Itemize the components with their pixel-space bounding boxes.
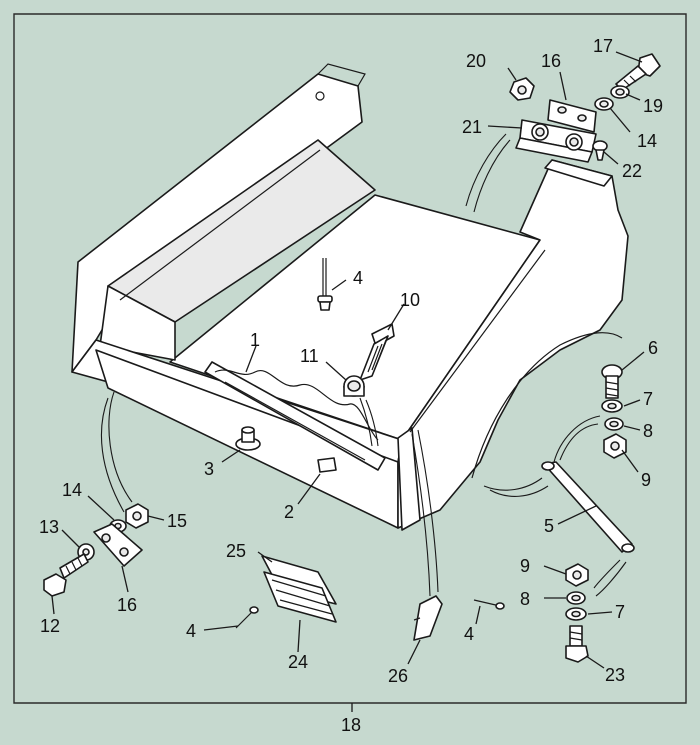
part-19-washer	[610, 85, 630, 99]
part-1-tie-bar	[204, 361, 386, 471]
callout-7-upper: 7	[643, 389, 653, 409]
part-7-washer-upper	[601, 399, 623, 413]
part-7-washer-lower	[565, 607, 587, 621]
callout-10: 10	[400, 290, 420, 310]
callout-12: 12	[40, 616, 60, 636]
callout-21: 21	[462, 117, 482, 137]
load-bed-body	[71, 63, 629, 531]
callout-labels: 20 16 17 19 21 14 22 4 10 11 1 3 2 6 7 8…	[39, 36, 663, 735]
callout-4-centre: 4	[353, 268, 363, 288]
callout-26: 26	[388, 666, 408, 686]
part-17-bolt	[615, 53, 661, 91]
bed-edge-line	[409, 249, 546, 433]
callout-9-lower: 9	[520, 556, 530, 576]
part-23-bolt	[565, 625, 589, 663]
callout-6: 6	[648, 338, 658, 358]
callout-16-top: 16	[541, 51, 561, 71]
part-8-spring-washer-upper	[604, 417, 624, 431]
callout-5: 5	[544, 516, 554, 536]
part-22-screw	[592, 140, 608, 161]
part-12-bolt	[43, 553, 89, 597]
part-15-nut	[125, 503, 149, 529]
part-9-nut-lower	[565, 563, 589, 587]
callout-9-upper: 9	[641, 470, 651, 490]
part-3-plug	[235, 426, 261, 451]
part-9-nut-upper	[603, 433, 627, 459]
callout-1: 1	[250, 330, 260, 350]
part-4-rivet-centre	[317, 258, 333, 311]
part-14-washer-top	[594, 97, 614, 111]
callout-4-right: 4	[464, 624, 474, 644]
part-8-spring-washer-lower	[566, 591, 586, 605]
part-5-strut	[541, 461, 635, 553]
callout-17: 17	[593, 36, 613, 56]
part-21-bracket	[515, 119, 597, 163]
part-6-bolt	[601, 364, 623, 399]
assembly-path-lines	[100, 133, 627, 597]
part-2-pad	[317, 457, 337, 473]
right-side-top-rail	[544, 159, 613, 187]
part-16-plate-left	[93, 523, 143, 567]
callout-8-lower: 8	[520, 589, 530, 609]
bed-edge-line	[317, 63, 366, 87]
callout-23: 23	[605, 665, 625, 685]
callout-24: 24	[288, 652, 308, 672]
callout-3: 3	[204, 459, 214, 479]
part-20-nut	[509, 77, 535, 101]
callout-14-top: 14	[637, 131, 657, 151]
callout-2: 2	[284, 502, 294, 522]
diagram-frame	[13, 13, 687, 704]
callout-19: 19	[643, 96, 663, 116]
part-4-rivet-left	[235, 606, 259, 629]
part-16-plate-top	[547, 99, 597, 133]
mounting-hole	[315, 91, 325, 101]
leader-lines	[51, 51, 645, 669]
part-4-rivet-right	[473, 599, 505, 610]
part-24-step-pad	[263, 571, 337, 623]
callout-18: 18	[341, 715, 361, 735]
callout-7-lower: 7	[615, 602, 625, 622]
bed-edge-line	[119, 149, 321, 301]
callout-25: 25	[226, 541, 246, 561]
callout-20: 20	[466, 51, 486, 71]
right-wheel-arch	[471, 332, 623, 479]
callout-13: 13	[39, 517, 59, 537]
callout-16-left: 16	[117, 595, 137, 615]
callout-4-left: 4	[186, 621, 196, 641]
part-11-spacer	[343, 375, 365, 397]
right-corner-post	[397, 427, 421, 531]
callout-22: 22	[622, 161, 642, 181]
callout-15: 15	[167, 511, 187, 531]
part-26-clip	[413, 595, 443, 641]
callout-8-upper: 8	[643, 421, 653, 441]
callout-11: 11	[300, 346, 319, 366]
callout-14-left: 14	[62, 480, 82, 500]
left-wheelbox-front	[99, 285, 176, 361]
